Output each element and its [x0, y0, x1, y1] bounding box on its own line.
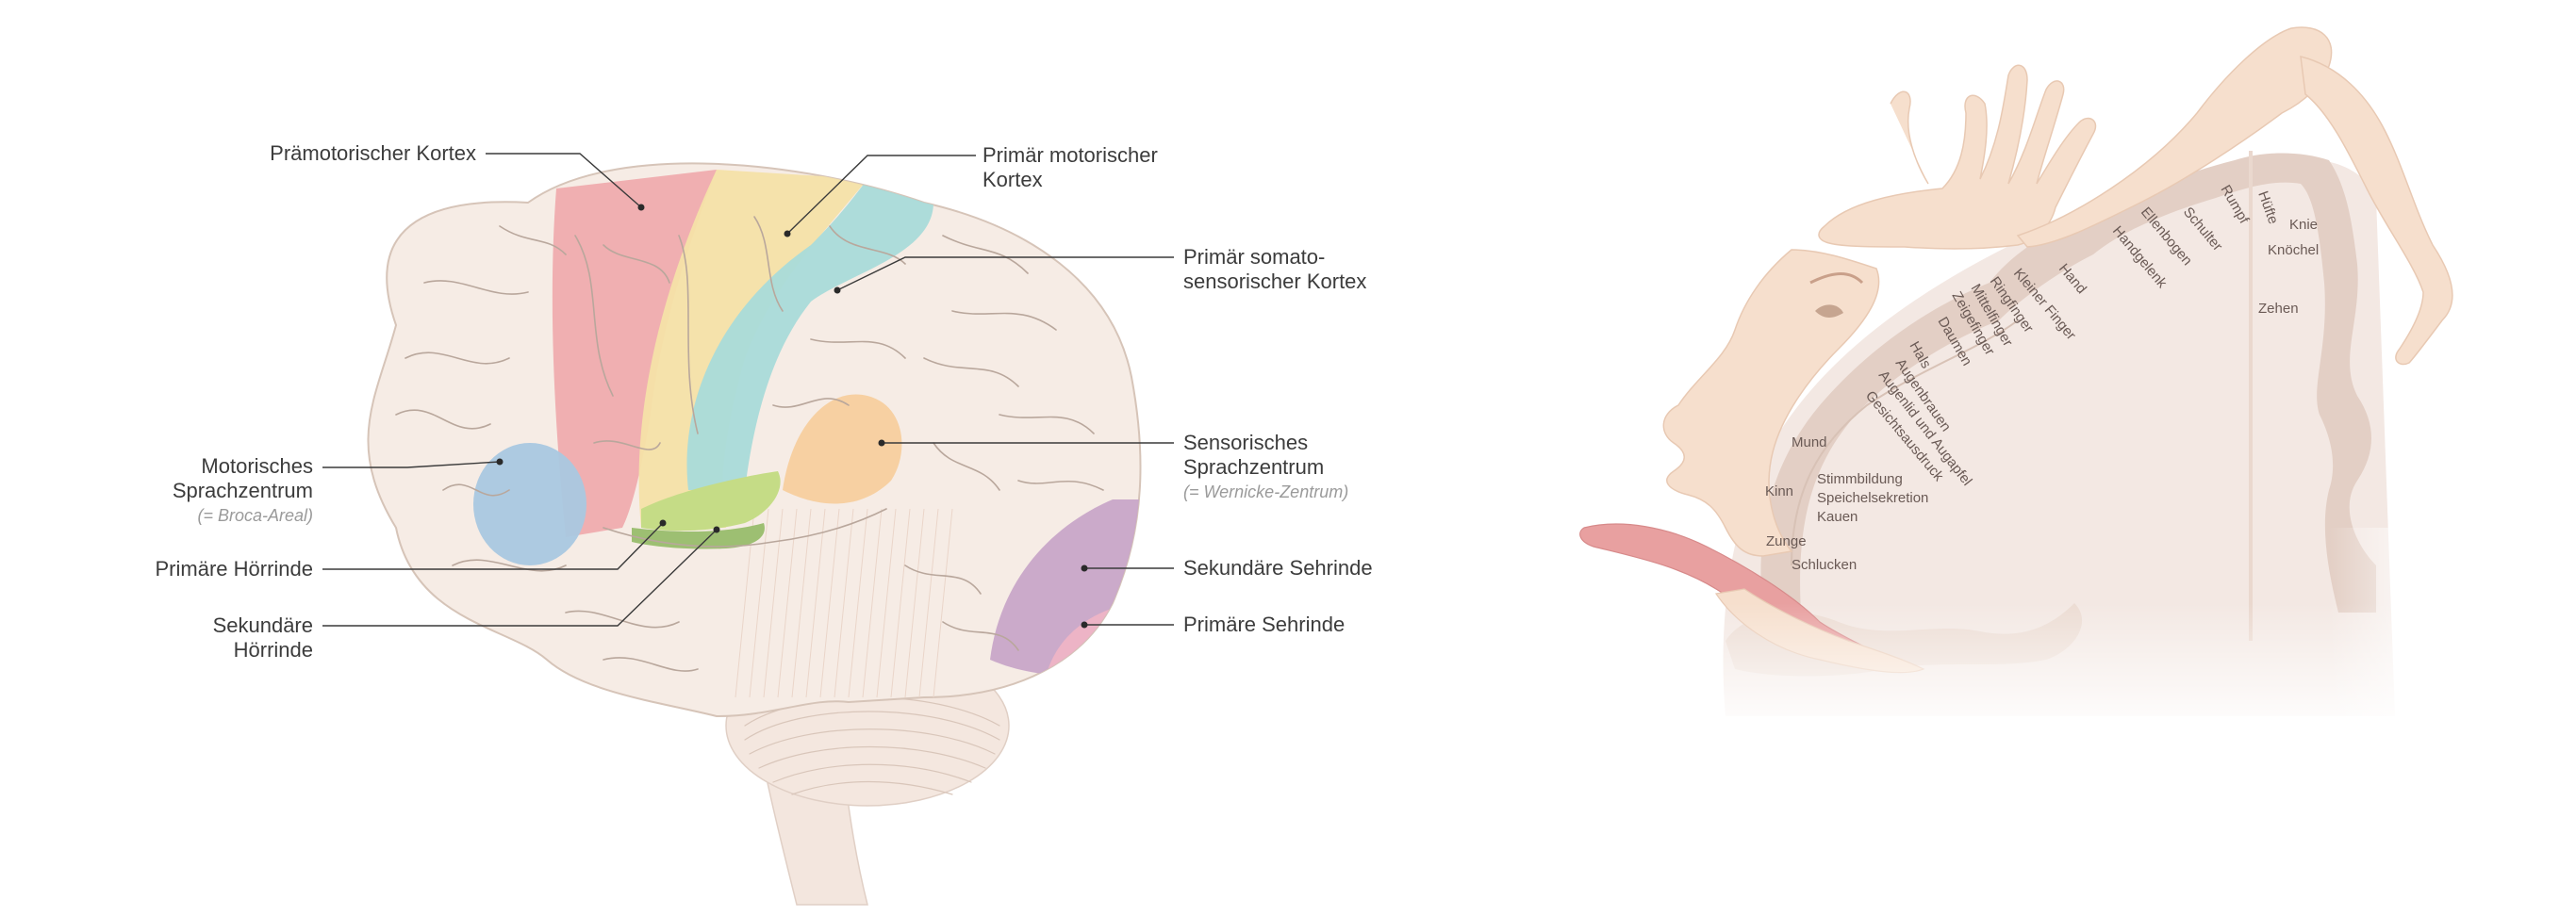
- premotor-cortex-region: [552, 170, 717, 537]
- label-primary-motor-line2: Kortex: [983, 168, 1043, 191]
- label-knee: Knie: [2289, 217, 2318, 233]
- somatosensory-cortex-region: [686, 179, 933, 490]
- label-premotor-cortex: Prämotorischer Kortex: [270, 141, 476, 165]
- leader-lines: [322, 153, 1174, 629]
- brain-section: [1723, 157, 2395, 716]
- label-secondary-auditory-line2: Hörrinde: [234, 638, 313, 662]
- sulci-lines: [395, 216, 1104, 672]
- label-saliva: Speichelsekretion: [1817, 490, 1928, 506]
- eye-icon: [1815, 304, 1843, 318]
- primary-auditory-region: [641, 471, 781, 532]
- bottom-fade: [1678, 603, 2433, 735]
- temporal-texture: [735, 508, 953, 698]
- label-ankle: Knöchel: [2268, 242, 2319, 258]
- label-primary-visual: Primäre Sehrinde: [1183, 613, 1345, 636]
- label-broca-line2: Sprachzentrum: [173, 479, 313, 502]
- label-primary-auditory: Primäre Hörrinde: [156, 557, 314, 581]
- label-chewing: Kauen: [1817, 509, 1858, 525]
- homunculus-hand: [1818, 26, 2453, 366]
- label-voice: Stimmbildung: [1817, 471, 1903, 487]
- label-somatosensory-line1: Primär somato-: [1183, 245, 1325, 269]
- broca-area-region: [473, 443, 586, 565]
- label-primary-motor-line1: Primär motorischer: [983, 143, 1158, 167]
- lateral-brain-view: Prämotorischer Kortex Primär motorischer…: [156, 141, 1373, 906]
- cerebellum-folia: [744, 696, 1000, 795]
- label-wernicke-note: (= Wernicke-Zentrum): [1183, 483, 1348, 501]
- label-wernicke-line1: Sensorisches: [1183, 431, 1308, 454]
- homunculus-view: Hüfte Knie Knöchel Zehen Rumpf Schulter …: [1579, 26, 2461, 735]
- label-swallowing: Schlucken: [1792, 557, 1857, 573]
- label-broca-line1: Motorisches: [201, 454, 313, 478]
- label-tongue: Zunge: [1766, 533, 1807, 549]
- cortex-inner-line: [1791, 319, 2019, 566]
- wernicke-area-region: [783, 394, 902, 504]
- label-toes: Zehen: [2258, 301, 2299, 317]
- right-fade: [2329, 528, 2461, 735]
- cortex-band: [1760, 153, 2376, 613]
- brain-labels: Prämotorischer Kortex Primär motorischer…: [156, 141, 1373, 662]
- label-secondary-auditory-line1: Sekundäre: [213, 613, 313, 637]
- label-chin: Kinn: [1765, 483, 1793, 499]
- label-mouth: Mund: [1792, 434, 1827, 450]
- midline-divider: [2249, 151, 2253, 641]
- label-broca-note: (= Broca-Areal): [197, 506, 313, 525]
- label-somatosensory-line2: sensorischer Kortex: [1183, 270, 1366, 293]
- label-wernicke-line2: Sprachzentrum: [1183, 455, 1324, 479]
- label-secondary-visual: Sekundäre Sehrinde: [1183, 556, 1373, 580]
